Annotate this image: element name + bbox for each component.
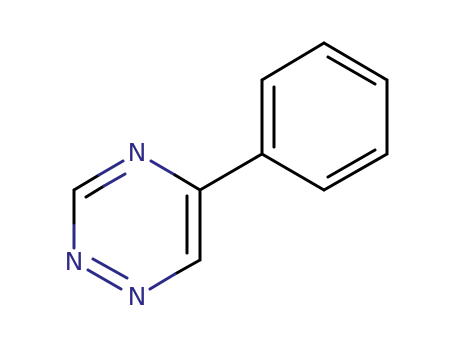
bond-n1-n2-b bbox=[91, 257, 129, 280]
atom-labels: N N N bbox=[65, 138, 147, 311]
bond-phenyl-6 bbox=[260, 152, 326, 192]
atom-n2-label: N bbox=[65, 247, 84, 276]
triazine-ring bbox=[72, 152, 264, 291]
atom-n1-label: N bbox=[128, 282, 147, 311]
bond-n4-c5-b bbox=[173, 173, 202, 192]
bond-c3-n4-inner-b bbox=[102, 172, 127, 188]
bond-c6-n1-a bbox=[173, 258, 202, 276]
bond-c3-n4-b bbox=[97, 159, 125, 177]
bond-c3-n4-inner-a bbox=[84, 184, 106, 199]
bond-phenyl-3 bbox=[322, 41, 389, 82]
bond-phenyl-inner-2 bbox=[326, 55, 377, 86]
bond-n1-n2-a bbox=[86, 268, 123, 291]
bond-c6-n1-b bbox=[148, 272, 177, 291]
bond-c5-phenyl bbox=[198, 152, 264, 192]
bond-c3-n4-a bbox=[72, 173, 101, 192]
atom-n4-label: N bbox=[128, 138, 147, 167]
phenyl-ring bbox=[260, 41, 389, 192]
bond-phenyl-2 bbox=[260, 41, 326, 82]
bond-phenyl-5 bbox=[322, 152, 389, 192]
bond-n4-c5-a bbox=[149, 159, 177, 177]
bond-phenyl-inner-3 bbox=[326, 148, 377, 179]
